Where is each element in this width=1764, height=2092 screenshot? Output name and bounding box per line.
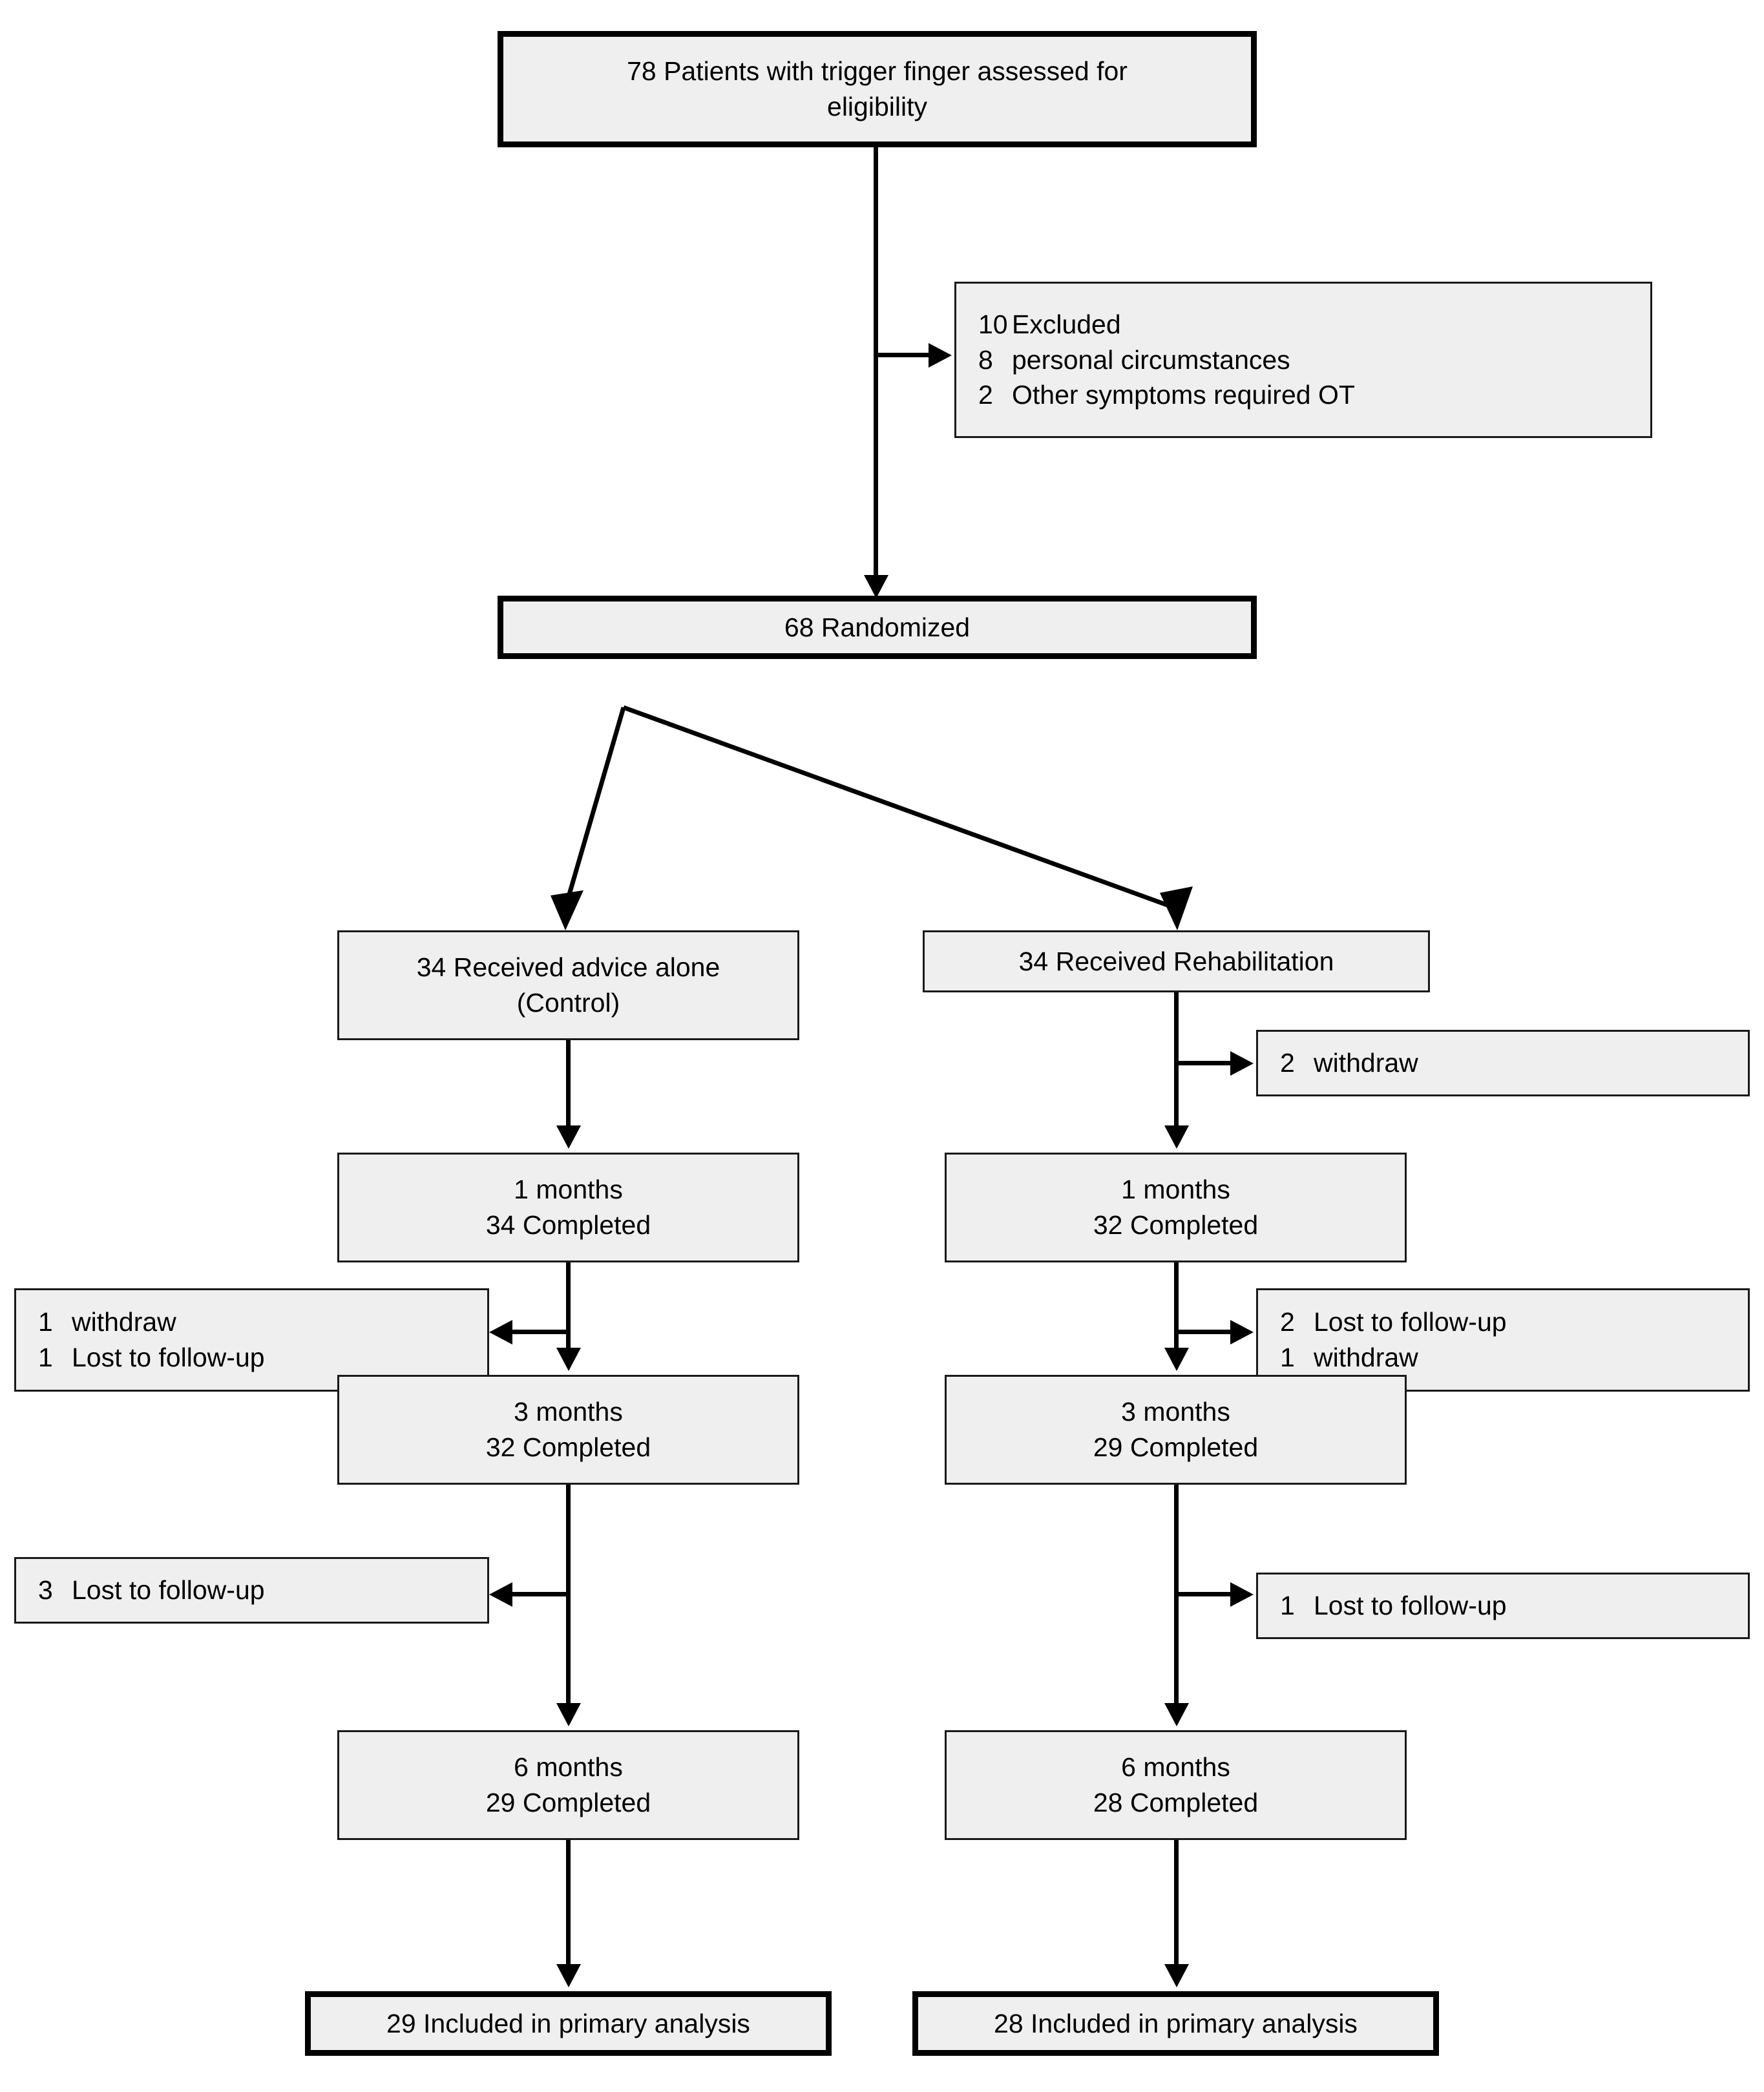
rehab-month1-to-month3-arrowhead [1164, 1348, 1189, 1371]
control-month6-line-1: 6 months [514, 1752, 623, 1783]
excluded-box: 10 Excluded 8 personal circumstances 2 O… [954, 282, 1652, 438]
rehab-dropout-1to3-count: 2 [1280, 1307, 1295, 1337]
rehab-dropout-alloc-count: 2 [1280, 1048, 1295, 1078]
rehab-dropout-alloc-row: 2 withdraw [1258, 1045, 1748, 1081]
excluded-row: 8 personal circumstances [956, 342, 1650, 378]
rehab-dropout-alloc-line [1174, 1061, 1232, 1065]
rehab-dropout-alloc-label: withdraw [1314, 1048, 1418, 1078]
rehab-dropout-1to3-row: 2 Lost to follow-up [1258, 1304, 1748, 1340]
rehab-allocation-to-month1-arrowhead [1164, 1125, 1189, 1149]
rehab-dropout-3to6-row: 1 Lost to follow-up [1258, 1588, 1748, 1624]
control-month6-box: 6 months 29 Completed [337, 1730, 799, 1840]
rehab-month1-to-month3-line [1174, 1262, 1179, 1353]
control-dropout-3to6-label: Lost to follow-up [72, 1575, 265, 1606]
control-dropout-1to3-arrowhead [489, 1320, 512, 1344]
rehab-month6-box: 6 months 28 Completed [945, 1730, 1407, 1840]
rehab-dropout-3to6-label: Lost to follow-up [1314, 1591, 1507, 1621]
control-dropout-1to3-count: 1 [38, 1307, 53, 1337]
rehab-month3-line-2: 29 Completed [1093, 1432, 1259, 1462]
rehab-dropout-3to6-count: 1 [1280, 1591, 1295, 1621]
rehab-dropout-1to3-label: Lost to follow-up [1314, 1307, 1507, 1337]
rehab-month1-box: 1 months 32 Completed [945, 1153, 1407, 1262]
control-dropout-1to3-box: 1 withdraw 1 Lost to follow-up [14, 1288, 489, 1392]
control-allocation-to-month1-line [566, 1040, 571, 1131]
excluded-row: 10 Excluded [956, 307, 1650, 342]
control-dropout-1to3-row: 1 withdraw [16, 1304, 487, 1340]
rehab-dropout-alloc-box: 2 withdraw [1256, 1030, 1750, 1096]
rehab-dropout-3to6-line [1174, 1592, 1232, 1596]
rehab-month3-box: 3 months 29 Completed [945, 1375, 1407, 1485]
rehab-dropout-1to3-line [1174, 1330, 1232, 1334]
assessed-for-eligibility-box: 78 Patients with trigger finger assessed… [498, 31, 1257, 147]
rehab-allocation-box: 34 Received Rehabilitation [923, 930, 1430, 992]
control-allocation-line-1: 34 Received advice alone [416, 952, 720, 983]
excluded-row-label: Other symptoms required OT [1012, 380, 1355, 410]
control-month6-line-2: 29 Completed [485, 1788, 651, 1817]
control-dropout-3to6-line [510, 1592, 569, 1596]
control-month3-line-2: 32 Completed [485, 1432, 651, 1462]
control-month1-to-month3-arrowhead [556, 1348, 581, 1371]
rehab-dropout-1to3-label: withdraw [1314, 1343, 1418, 1372]
control-allocation-to-month1-arrowhead [556, 1125, 581, 1149]
control-month1-box: 1 months 34 Completed [337, 1153, 799, 1262]
control-dropout-1to3-count: 1 [38, 1343, 53, 1372]
assessed-to-excluded-arrowhead [929, 343, 952, 368]
assessed-to-excluded-line [874, 353, 930, 357]
control-allocation-box: 34 Received advice alone (Control) [337, 930, 799, 1040]
randomized-box: 68 Randomized [498, 596, 1257, 659]
rehab-dropout-1to3-count: 1 [1280, 1343, 1295, 1372]
rehab-allocation-line-1: 34 Received Rehabilitation [1018, 946, 1334, 976]
assessed-line-1: 78 Patients with trigger finger assessed… [627, 56, 1128, 87]
excluded-row-count: 2 [978, 380, 993, 410]
control-dropout-1to3-line [510, 1330, 569, 1334]
rehab-dropout-1to3-row: 1 withdraw [1258, 1340, 1748, 1375]
control-month1-line-1: 1 months [514, 1175, 623, 1205]
rehab-dropout-3to6-arrowhead [1230, 1582, 1254, 1607]
control-analysis-label: 29 Included in primary analysis [386, 2008, 750, 2038]
rehab-month3-to-month6-arrowhead [1164, 1703, 1189, 1726]
control-dropout-3to6-box: 3 Lost to follow-up [14, 1557, 489, 1624]
rehab-month6-line-2: 28 Completed [1093, 1788, 1259, 1817]
rehab-analysis-label: 28 Included in primary analysis [994, 2008, 1358, 2038]
rehab-analysis-box: 28 Included in primary analysis [912, 1991, 1439, 2056]
rehab-month6-line-1: 6 months [1121, 1752, 1230, 1783]
rehab-dropout-1to3-arrowhead [1230, 1320, 1254, 1344]
control-dropout-1to3-label: withdraw [72, 1307, 176, 1337]
control-month3-box: 3 months 32 Completed [337, 1375, 799, 1485]
control-dropout-3to6-arrowhead [489, 1582, 512, 1607]
control-month3-to-month6-arrowhead [556, 1703, 581, 1726]
rehab-dropout-alloc-arrowhead [1230, 1051, 1254, 1076]
rehab-dropout-1to3-box: 2 Lost to follow-up 1 withdraw [1256, 1288, 1750, 1392]
control-dropout-1to3-label: Lost to follow-up [72, 1343, 265, 1372]
assessed-to-randomized-line [874, 147, 878, 580]
control-dropout-3to6-row: 3 Lost to follow-up [16, 1573, 487, 1608]
control-allocation-line-2: (Control) [516, 988, 620, 1018]
control-dropout-3to6-count: 3 [38, 1575, 53, 1606]
excluded-row-count: 10 [978, 309, 1008, 339]
excluded-row: 2 Other symptoms required OT [956, 377, 1650, 413]
assessed-to-randomized-arrowhead [864, 575, 888, 598]
control-month1-to-month3-line [566, 1262, 571, 1353]
control-month3-line-1: 3 months [514, 1397, 623, 1427]
control-month6-to-analysis-arrowhead [556, 1964, 581, 1987]
rehab-month6-to-analysis-line [1174, 1840, 1179, 1969]
control-month1-line-2: 34 Completed [485, 1210, 651, 1240]
rehab-month6-to-analysis-arrowhead [1164, 1964, 1189, 1987]
excluded-row-count: 8 [978, 344, 993, 375]
randomized-label: 68 Randomized [784, 612, 971, 642]
rehab-month3-line-1: 3 months [1121, 1397, 1230, 1427]
rehab-dropout-3to6-box: 1 Lost to follow-up [1256, 1573, 1750, 1639]
control-month6-to-analysis-line [566, 1840, 571, 1969]
excluded-row-label: Excluded [1012, 309, 1121, 339]
rehab-month1-line-2: 32 Completed [1093, 1210, 1259, 1240]
control-analysis-box: 29 Included in primary analysis [305, 1991, 832, 2056]
assessed-line-2: eligibility [827, 92, 927, 121]
control-dropout-1to3-row: 1 Lost to follow-up [16, 1340, 487, 1375]
excluded-row-label: personal circumstances [1012, 344, 1290, 375]
rehab-month1-line-1: 1 months [1121, 1175, 1230, 1205]
